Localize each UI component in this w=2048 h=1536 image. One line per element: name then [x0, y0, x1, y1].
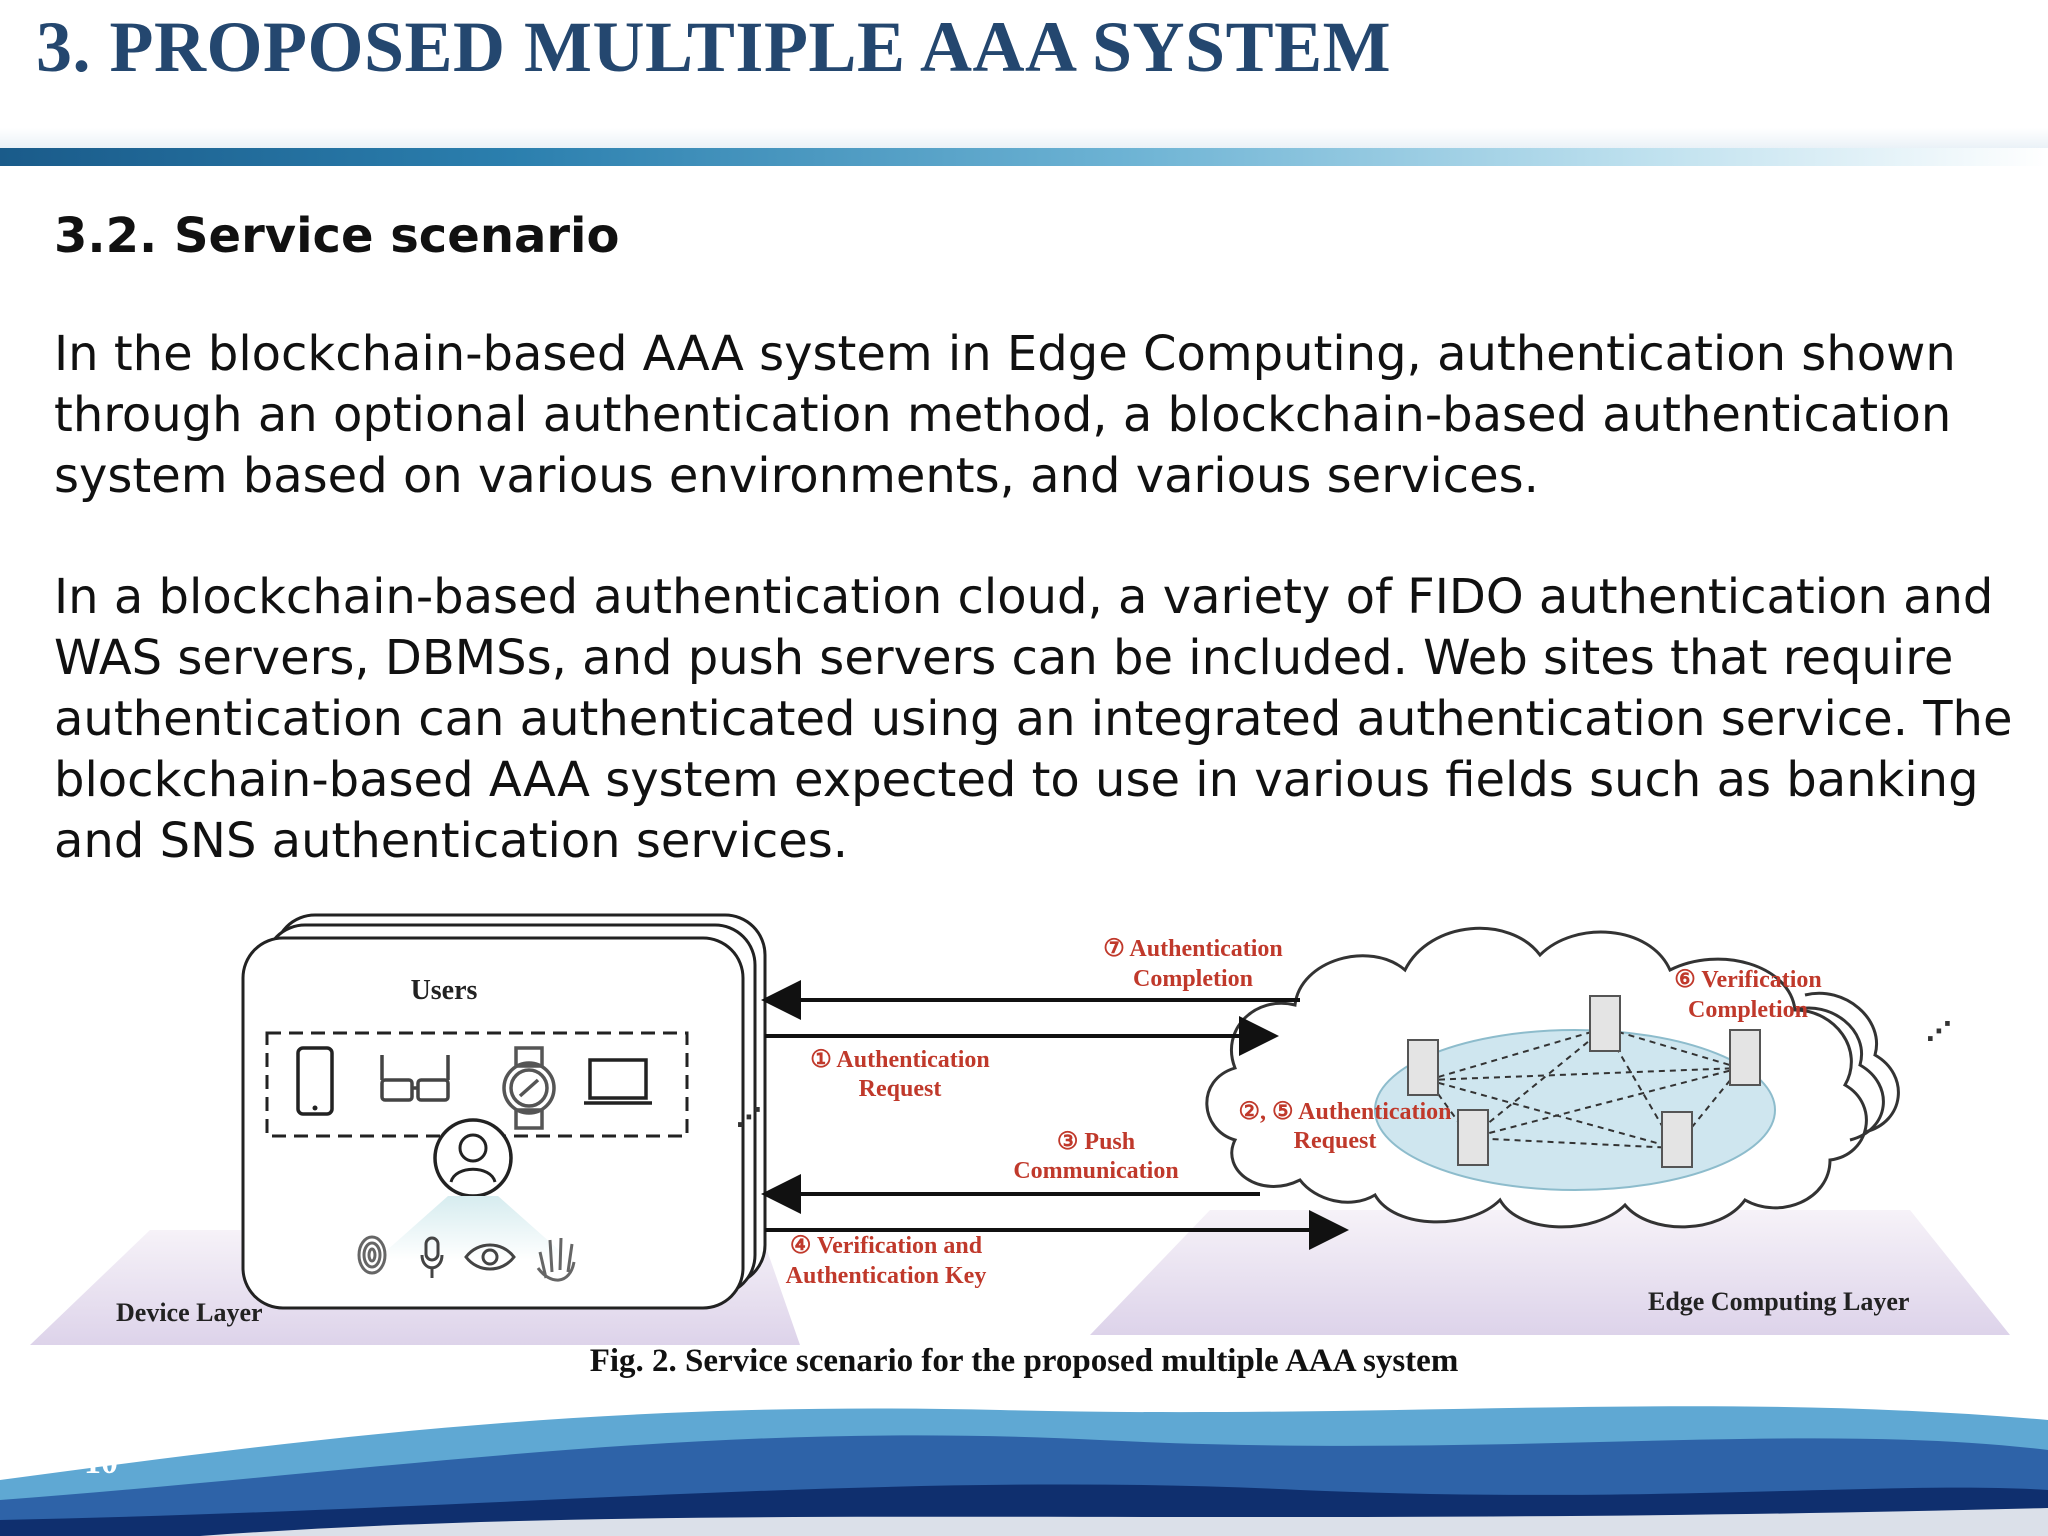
step-4-label-line2: Authentication Key [786, 1263, 987, 1289]
eye-icon [464, 1243, 516, 1271]
step-3-label-line1: ③ Push [1057, 1129, 1135, 1155]
footer-wave-decoration [0, 1406, 2048, 1536]
step-1-label-line1: ① Authentication [810, 1047, 990, 1073]
microphone-icon [420, 1236, 444, 1278]
edge-layer-label: Edge Computing Layer [1648, 1287, 1909, 1316]
phone-icon [296, 1046, 334, 1116]
step-7-label-line1: ⑦ Authentication [1103, 936, 1283, 962]
edge-cloud: ⋰ [1205, 926, 1952, 1229]
device-box-ellipsis: ⋰ [736, 1103, 762, 1133]
smart-glasses-icon [380, 1055, 450, 1102]
step-7-label-line2: Completion [1133, 966, 1253, 992]
paragraph-1: In the blockchain-based AAA system in Ed… [54, 326, 1956, 504]
slide-title: 3. PROPOSED MULTIPLE AAA SYSTEM [36, 7, 1392, 87]
step-6-label-line1: ⑥ Verification [1674, 967, 1822, 993]
hand-icon [536, 1237, 576, 1282]
title-bar [0, 148, 2048, 166]
step-6-label-line2: Completion [1688, 997, 1808, 1023]
users-device-box: Users [241, 913, 767, 1310]
step-25-label-line2: Request [1294, 1128, 1377, 1154]
paragraph-2: In a blockchain-based authentication clo… [54, 569, 2013, 869]
device-layer-label: Device Layer [116, 1298, 263, 1327]
cloud-ellipsis: ⋰ [1926, 1017, 1952, 1047]
flow-arrows [761, 980, 1349, 1250]
user-avatar-icon [433, 1118, 513, 1198]
figure-caption: Fig. 2. Service scenario for the propose… [589, 1343, 1459, 1379]
fingerprint-icon [357, 1235, 387, 1275]
step-25-label-line1: ②, ⑤ Authentication [1238, 1099, 1451, 1125]
smartwatch-icon [502, 1046, 556, 1130]
step-4-label-line1: ④ Verification and [790, 1233, 983, 1259]
service-scenario-figure: Users [30, 913, 2010, 1345]
server-node-icons [1407, 995, 1761, 1168]
page-number: 10 [84, 1444, 118, 1481]
section-subtitle: 3.2. Service scenario [54, 208, 620, 264]
step-1-label-line2: Request [859, 1076, 942, 1102]
users-label: Users [411, 975, 478, 1006]
step-3-label-line2: Communication [1013, 1158, 1178, 1184]
title-bar-shadow [0, 128, 2048, 148]
blockchain-network-links [1426, 1026, 1742, 1150]
laptop-icon [584, 1058, 652, 1105]
